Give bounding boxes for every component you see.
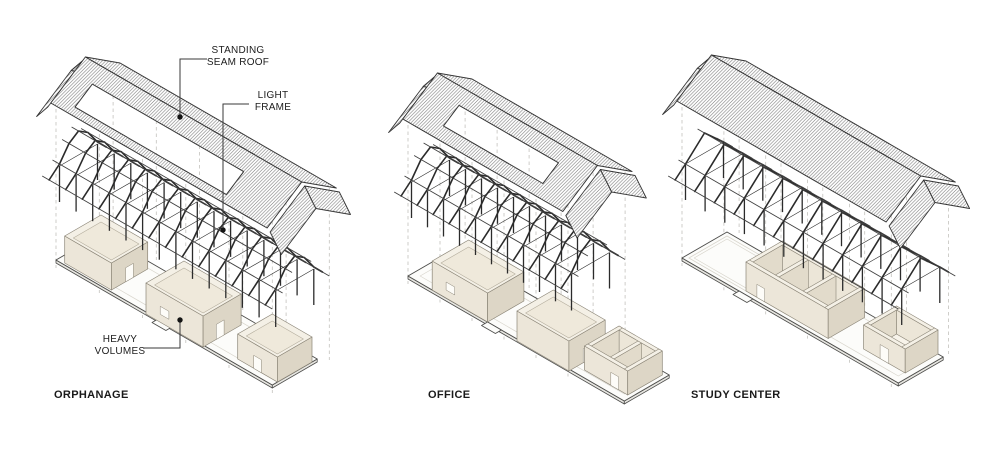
annotation-line: LIGHT (257, 90, 289, 101)
leader-line-heavy-volumes (144, 320, 181, 349)
diagram-label-study-center: STUDY CENTER (691, 389, 781, 401)
leader-dot-light-frame (220, 227, 226, 233)
annotation-line: VOLUMES (94, 346, 146, 357)
annotation-line: HEAVY (102, 334, 138, 345)
orphanage-diagram (36, 56, 351, 393)
heavy-volumes-layer (55, 214, 318, 389)
annotation-line: STANDING (211, 45, 265, 56)
light-frame-layer (667, 128, 956, 325)
roof-layer (662, 54, 971, 249)
leader-dot-standing-seam-roof (177, 114, 183, 120)
annotation-heavy-volumes: HEAVY VOLUMES (68, 334, 172, 358)
roof-layer (388, 72, 647, 239)
annotation-standing-seam-roof: STANDING SEAM ROOF (183, 45, 293, 69)
leader-line-standing-seam-roof (179, 58, 207, 117)
annotation-line: SEAM ROOF (206, 57, 270, 68)
light-frame-layer (41, 126, 330, 327)
annotation-line: FRAME (254, 102, 292, 113)
heavy-volumes-layer (681, 231, 944, 387)
light-frame-layer (393, 142, 626, 311)
roof-layer (36, 56, 351, 255)
heavy-volumes-layer (407, 239, 670, 405)
diagram-label-orphanage: ORPHANAGE (54, 389, 129, 401)
study-center-diagram (662, 54, 971, 387)
annotation-leaders (144, 58, 249, 349)
office-diagram (388, 72, 670, 405)
diagram-label-office: OFFICE (428, 389, 471, 401)
leader-dot-heavy-volumes (177, 317, 183, 323)
annotation-light-frame: LIGHT FRAME (238, 90, 308, 114)
leader-line-light-frame (222, 103, 249, 230)
